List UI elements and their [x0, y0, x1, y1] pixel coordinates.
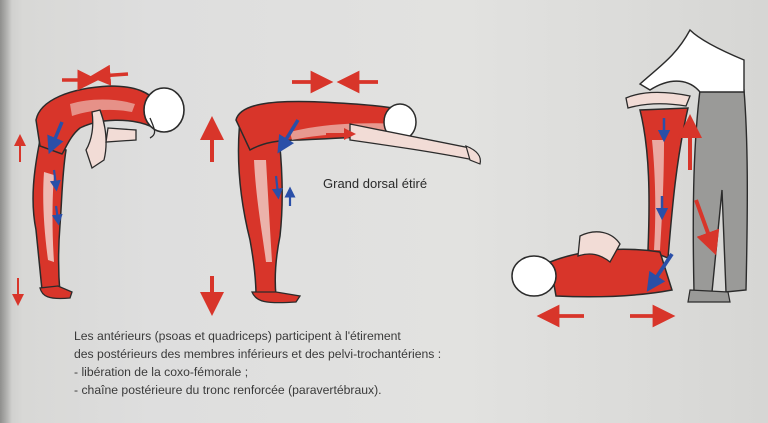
figure-3-assisted-stretch — [512, 30, 747, 316]
paragraph-line: Les antérieurs (psoas et quadriceps) par… — [74, 327, 634, 345]
paragraph-line: des postérieurs des membres inférieurs e… — [74, 345, 634, 363]
figure-label: Grand dorsal étiré — [323, 176, 427, 191]
bullet-item: - chaîne postérieure du tronc renforcée … — [74, 381, 634, 399]
bullet-item: - libération de la coxo-fémorale ; — [74, 363, 634, 381]
figure-2-forward-bend — [212, 82, 480, 304]
explanatory-paragraph: Les antérieurs (psoas et quadriceps) par… — [74, 327, 634, 399]
figure-1-standing-rounded — [18, 74, 184, 300]
